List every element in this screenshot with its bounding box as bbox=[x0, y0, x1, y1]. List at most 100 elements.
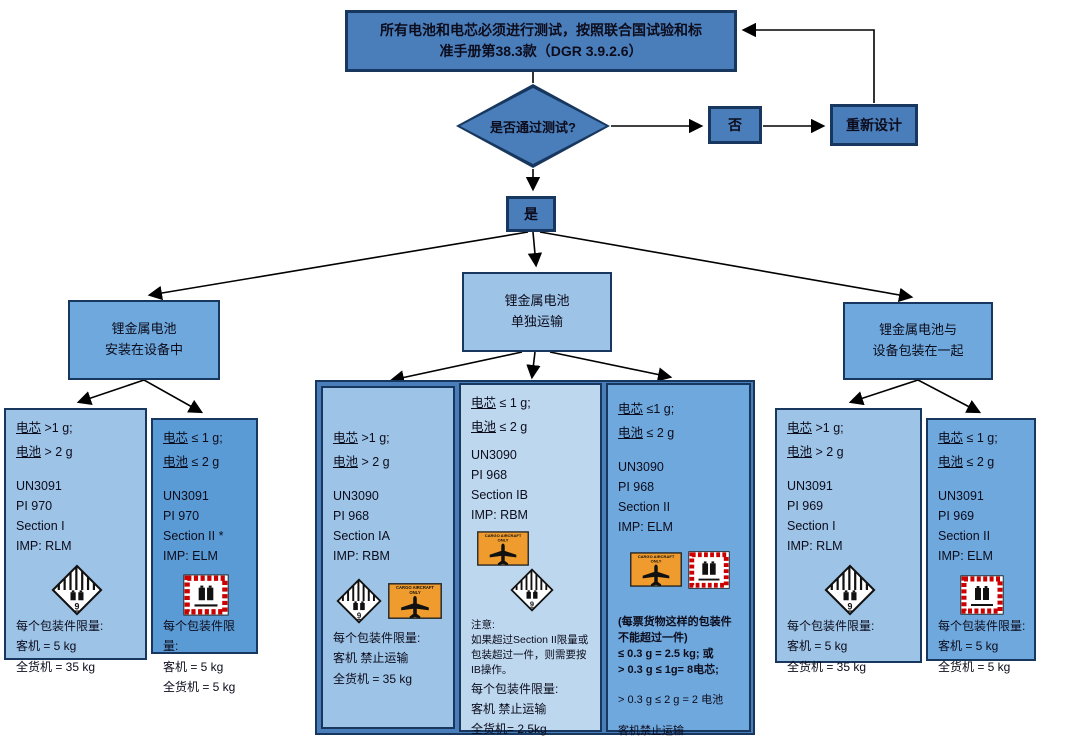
class9-hazard-label-icon bbox=[336, 578, 382, 624]
cargo-aircraft-only-icon bbox=[630, 552, 682, 587]
imp-code: IMP: RBM bbox=[333, 548, 390, 563]
lithium-battery-mark-icon bbox=[183, 574, 229, 616]
battery-term: 电池 bbox=[938, 454, 964, 469]
redesign-label: 重新设计 bbox=[846, 116, 902, 133]
yes-label: 是 bbox=[524, 205, 538, 222]
class9-hazard-label-icon bbox=[51, 564, 103, 616]
test-requirement-box: 所有电池和电芯必须进行测试，按照联合国试验和标 准手册第38.3款（DGR 3.… bbox=[345, 10, 737, 72]
section-label: Section II bbox=[938, 528, 991, 543]
quantity-thresholds: 电芯 ≤ 1 g; 电池 ≤ 2 g bbox=[163, 430, 248, 478]
battery-term: 电池 bbox=[333, 454, 359, 469]
regulation-refs: UN3091 PI 970 Section II * IMP: ELM bbox=[163, 486, 248, 566]
cell-term: 电芯 bbox=[471, 396, 497, 410]
rule-box-standalone-section-ia: 电芯 >1 g; 电池 > 2 g UN3090 PI 968 Section … bbox=[321, 386, 455, 729]
arrow-equipment-to-section2 bbox=[143, 379, 204, 414]
rule-box-packed-with-section-ii: 电芯 ≤ 1 g; 电池 ≤ 2 g UN3091 PI 969 Section… bbox=[926, 418, 1036, 674]
rule-box-standalone-section-ib: 电芯 ≤ 1 g; 电池 ≤ 2 g UN3090 PI 968 Section… bbox=[459, 383, 602, 736]
class9-hazard-label-icon bbox=[824, 564, 876, 616]
pass-test-decision: 是否通过测试? bbox=[456, 84, 610, 168]
cell-threshold: >1 g; bbox=[358, 431, 390, 445]
battery-term: 电池 bbox=[787, 444, 813, 459]
arrow-yes-to-standalone bbox=[527, 231, 543, 268]
imp-code: IMP: RLM bbox=[787, 538, 843, 553]
un-number: UN3091 bbox=[16, 478, 62, 493]
imp-code: IMP: ELM bbox=[618, 519, 673, 534]
note-body: 如果超过Section II限量或包装超过一件，则需要按IB操作。 bbox=[471, 633, 589, 677]
cell-threshold: ≤ 1 g; bbox=[963, 431, 998, 445]
arrow-standalone-to-ia bbox=[389, 351, 523, 385]
package-limits: 每个包装件限量: 客机 = 5 kg 全货机 = 35 kg bbox=[787, 618, 875, 674]
battery-term: 电池 bbox=[16, 444, 42, 459]
cell-threshold: ≤ 1 g; bbox=[496, 396, 531, 410]
no-node: 否 bbox=[708, 106, 762, 144]
cell-term: 电芯 bbox=[333, 431, 359, 445]
imp-code: IMP: RLM bbox=[16, 538, 72, 553]
lithium-battery-mark-icon bbox=[960, 574, 1004, 616]
regulation-refs: UN3090 PI 968 Section IA IMP: RBM bbox=[333, 486, 445, 566]
passenger-forbidden-note: 客机禁止运输 bbox=[618, 725, 684, 737]
cell-term: 电芯 bbox=[163, 431, 189, 445]
cell-term: 电芯 bbox=[16, 421, 42, 435]
battery-threshold: > 2 g bbox=[41, 444, 73, 459]
regulation-refs: UN3090 PI 968 Section IB IMP: RBM bbox=[471, 445, 592, 525]
section-label: Section II * bbox=[163, 528, 224, 543]
class9-hazard-label-icon bbox=[510, 568, 554, 612]
quantity-thresholds: 电芯 ≤1 g; 电池 ≤ 2 g bbox=[618, 401, 741, 449]
no-label: 否 bbox=[728, 116, 742, 133]
cell-threshold: ≤1 g; bbox=[643, 402, 675, 416]
decision-label: 是否通过测试? bbox=[490, 119, 576, 135]
quantity-thresholds: 电芯 ≤ 1 g; 电池 ≤ 2 g bbox=[471, 395, 592, 443]
regulation-refs: UN3090 PI 968 Section II IMP: ELM bbox=[618, 457, 741, 537]
section-label: Section IA bbox=[333, 528, 390, 543]
package-limits: 每个包装件限量: 客机 = 5 kg 全货机 = 5 kg bbox=[163, 618, 236, 694]
packing-instruction: PI 969 bbox=[787, 498, 824, 513]
un-number: UN3090 bbox=[618, 459, 664, 474]
package-limits: 每个包装件限量: 客机 = 5 kg 全货机 = 35 kg bbox=[16, 618, 104, 674]
battery-threshold: ≤ 2 g bbox=[188, 454, 220, 469]
packing-instruction: PI 968 bbox=[471, 467, 508, 482]
rule-box-equipment-section-ii: 电芯 ≤ 1 g; 电池 ≤ 2 g UN3091 PI 970 Section… bbox=[151, 418, 258, 694]
battery-threshold: ≤ 2 g bbox=[643, 425, 675, 440]
package-limits: 每个包装件限量: 客机 禁止运输 全货机= 2.5kg bbox=[471, 681, 559, 737]
category-shipped-alone: 锂金属电池 单独运输 bbox=[462, 272, 612, 352]
battery-term: 电池 bbox=[618, 425, 644, 440]
yes-node: 是 bbox=[506, 196, 556, 232]
quantity-thresholds: 电芯 ≤ 1 g; 电池 ≤ 2 g bbox=[938, 430, 1026, 478]
rule-box-packed-with-section-i: 电芯 >1 g; 电池 > 2 g UN3091 PI 969 Section … bbox=[775, 408, 922, 674]
cell-threshold: ≤ 1 g; bbox=[188, 431, 223, 445]
imp-code: IMP: ELM bbox=[938, 548, 993, 563]
battery-term: 电池 bbox=[163, 454, 189, 469]
packing-instruction: PI 968 bbox=[618, 479, 655, 494]
un-number: UN3091 bbox=[163, 488, 209, 503]
un-number: UN3090 bbox=[471, 447, 517, 462]
arrow-packedwith-to-section1 bbox=[848, 379, 919, 406]
quantity-thresholds: 电芯 >1 g; 电池 > 2 g bbox=[16, 420, 137, 468]
battery-term: 电池 bbox=[471, 419, 497, 434]
cell-term: 电芯 bbox=[938, 431, 964, 445]
cell-term: 电芯 bbox=[787, 421, 813, 435]
cargo-aircraft-only-icon bbox=[388, 583, 442, 619]
test-requirement-line2: 准手册第38.3款（DGR 3.9.2.6） bbox=[439, 43, 643, 59]
packing-instruction: PI 969 bbox=[938, 508, 975, 523]
package-limits: 每个包装件限量: 客机 = 5 kg 全货机 = 5 kg bbox=[938, 618, 1026, 674]
battery-threshold: > 2 g bbox=[812, 444, 844, 459]
section-label: Section I bbox=[787, 518, 836, 533]
arrow-equipment-to-section1 bbox=[76, 379, 145, 405]
imp-code: IMP: RBM bbox=[471, 507, 528, 522]
section-label: Section IB bbox=[471, 487, 528, 502]
ib-note: 注意: 如果超过Section II限量或包装超过一件，则需要按IB操作。 bbox=[471, 618, 592, 679]
test-requirement-line1: 所有电池和电芯必须进行测试，按照联合国试验和标 bbox=[380, 22, 702, 38]
battery-threshold: > 2 g bbox=[358, 454, 390, 469]
cell-term: 电芯 bbox=[618, 402, 644, 416]
arrow-standalone-to-ib bbox=[526, 351, 541, 380]
battery-count-note: > 0.3 g ≤ 2 g = 2 电池 bbox=[618, 693, 724, 706]
arrow-standalone-to-ii bbox=[549, 351, 673, 382]
quantity-thresholds: 电芯 >1 g; 电池 > 2 g bbox=[333, 430, 445, 478]
packing-instruction: PI 968 bbox=[333, 508, 370, 523]
regulation-refs: UN3091 PI 970 Section I IMP: RLM bbox=[16, 476, 137, 556]
arrow-redesign-to-topbox bbox=[741, 22, 875, 103]
package-limits: 每个包装件限量: 客机 禁止运输 全货机 = 35 kg bbox=[333, 630, 421, 686]
section-label: Section I bbox=[16, 518, 65, 533]
cargo-aircraft-only-icon bbox=[477, 531, 529, 566]
